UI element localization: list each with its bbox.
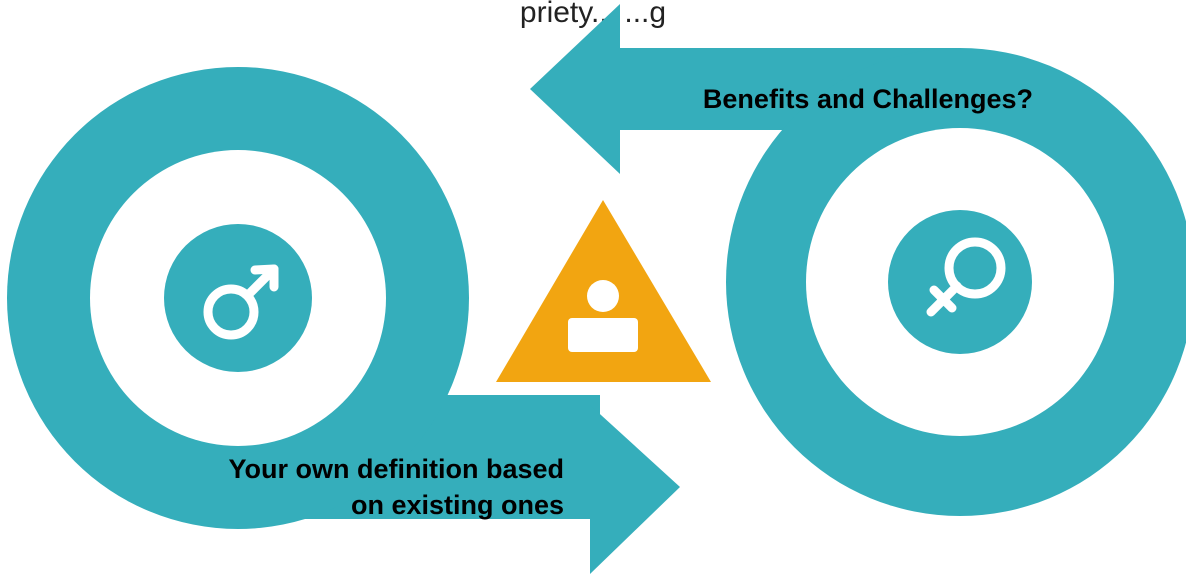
left-ring-arrow (7, 67, 680, 574)
center-person-triangle (496, 200, 711, 382)
male-symbol-icon (203, 264, 279, 340)
left-arrowhead (530, 4, 620, 174)
female-symbol-icon (926, 237, 1006, 317)
female-badge (888, 210, 1032, 354)
male-badge (164, 224, 312, 372)
top-text-cropped: priety... ...g (520, 0, 666, 29)
right-arrowhead (590, 405, 680, 574)
definition-label-line2: on existing ones (351, 490, 564, 520)
person-icon (568, 280, 638, 352)
benefits-label: Benefits and Challenges? (703, 84, 1033, 114)
definition-label-line1: Your own definition based (229, 454, 565, 484)
